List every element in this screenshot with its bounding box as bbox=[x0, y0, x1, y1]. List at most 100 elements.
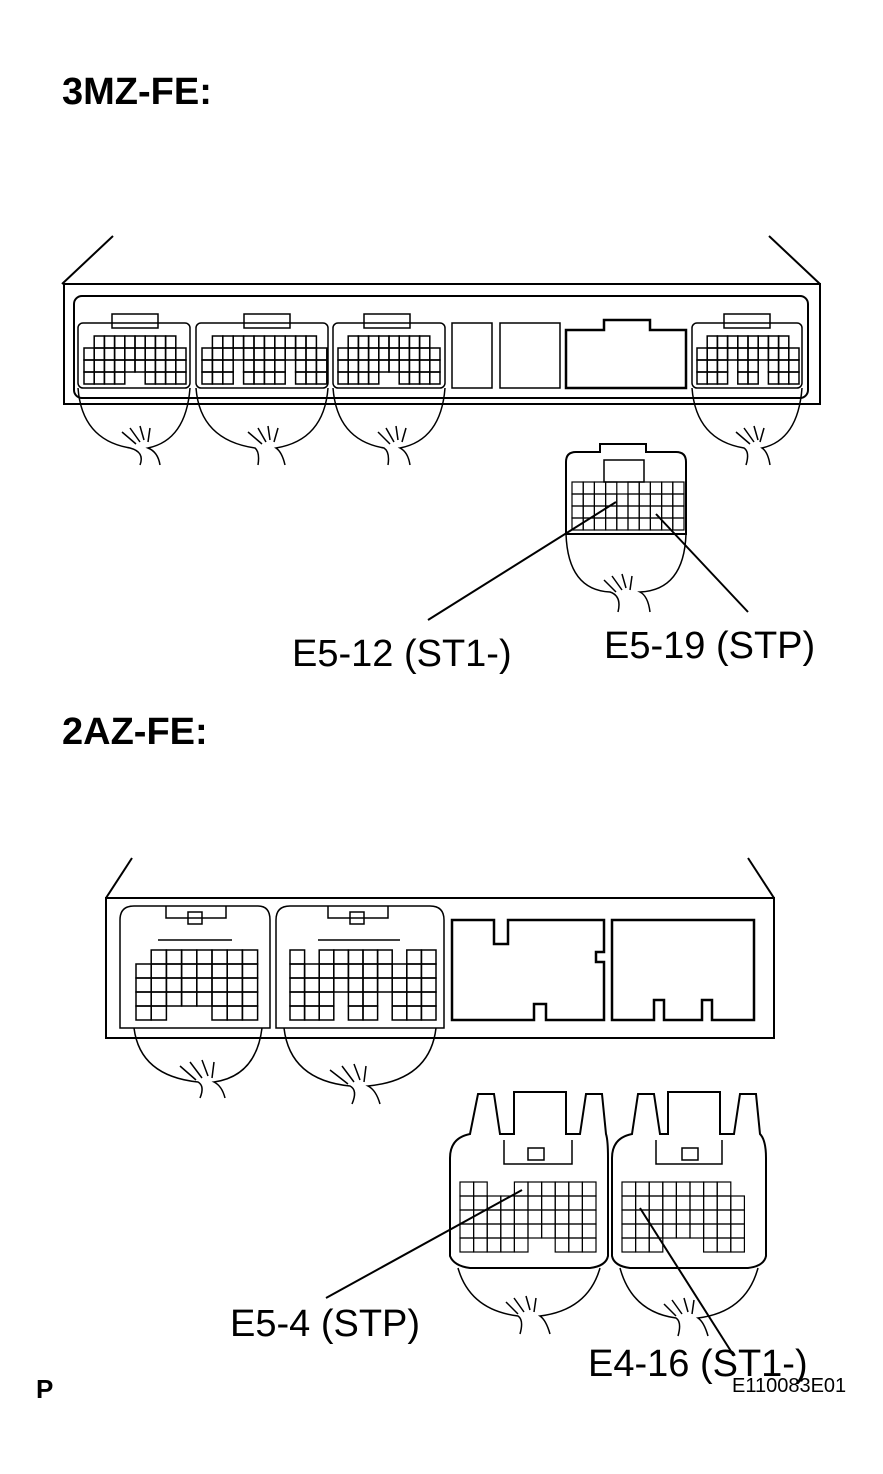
connector-pin bbox=[211, 963, 228, 979]
connector-pin bbox=[702, 1237, 718, 1253]
connector-pin bbox=[627, 505, 640, 519]
connector-pin bbox=[318, 1005, 335, 1021]
connector-pin bbox=[134, 335, 146, 349]
connector-pin bbox=[571, 505, 584, 519]
connector-pin bbox=[660, 481, 674, 495]
connector-pin bbox=[196, 977, 213, 993]
connector-pin bbox=[357, 359, 370, 373]
connector-pin bbox=[408, 371, 421, 385]
ecu-connector-3mz-2 bbox=[195, 313, 329, 389]
connector-pin bbox=[242, 371, 255, 385]
connector-pin bbox=[634, 1237, 650, 1253]
connector-pin bbox=[513, 1209, 529, 1225]
connector-pin bbox=[486, 1237, 502, 1253]
connector-pin bbox=[418, 371, 431, 385]
connector-pin bbox=[621, 1237, 637, 1253]
connector-pin bbox=[154, 347, 167, 361]
connector-pin bbox=[253, 335, 266, 349]
connector-pin bbox=[196, 949, 213, 965]
connector-pin bbox=[303, 1005, 320, 1021]
connector-pin bbox=[241, 949, 259, 965]
connector-pin bbox=[226, 991, 244, 1007]
connector-pin bbox=[124, 359, 136, 373]
connector-pin bbox=[154, 335, 167, 349]
connector-pin bbox=[554, 1209, 570, 1225]
connector-pin bbox=[226, 977, 244, 993]
connector-pin bbox=[648, 1195, 664, 1211]
connector-pin bbox=[362, 1005, 379, 1021]
connector-pin bbox=[222, 371, 234, 385]
connector-pin bbox=[274, 359, 286, 373]
ecu-empty-sockets-2az bbox=[450, 918, 756, 1022]
connector-pin bbox=[675, 1209, 691, 1225]
connector-pin bbox=[398, 335, 411, 349]
connector-pin bbox=[420, 963, 437, 979]
connector-pin bbox=[621, 1181, 637, 1197]
connector-pin bbox=[113, 371, 126, 385]
connector-pin bbox=[289, 963, 306, 979]
connector-pin bbox=[165, 977, 183, 993]
connector-pin bbox=[154, 371, 167, 385]
connector-pin bbox=[777, 371, 790, 385]
connector-pin bbox=[486, 1209, 502, 1225]
connector-pin bbox=[593, 493, 607, 507]
connector-pin bbox=[706, 359, 719, 373]
connector-pin bbox=[180, 991, 198, 1007]
connector-pin bbox=[303, 977, 320, 993]
connector-pin bbox=[662, 1209, 677, 1225]
connector-pin bbox=[333, 963, 350, 979]
connector-pin bbox=[289, 991, 306, 1007]
connector-pin bbox=[305, 371, 318, 385]
connector-pin bbox=[406, 963, 423, 979]
connector-pin bbox=[737, 335, 749, 349]
connector-pin bbox=[337, 371, 349, 385]
connector-pin bbox=[788, 371, 800, 385]
connector-pin bbox=[418, 335, 431, 349]
connector-pin bbox=[675, 1223, 691, 1239]
connector-pin bbox=[305, 347, 318, 361]
ecu-connector-3mz-4 bbox=[691, 313, 803, 389]
connector-pin bbox=[315, 371, 328, 385]
connector-pin bbox=[581, 1237, 597, 1253]
connector-pin bbox=[747, 347, 759, 361]
connector-pin bbox=[144, 371, 157, 385]
connector-pin bbox=[540, 1223, 556, 1239]
connector-pin bbox=[222, 335, 234, 349]
connector-pin bbox=[689, 1181, 705, 1197]
connector-pin bbox=[253, 359, 266, 373]
connector-pin bbox=[367, 359, 380, 373]
connector-pin bbox=[554, 1195, 570, 1211]
connector-pin bbox=[660, 493, 674, 507]
connector-pin bbox=[540, 1181, 556, 1197]
connector-pin bbox=[716, 335, 729, 349]
connector-pin bbox=[788, 359, 800, 373]
harness-connector-e5-3mz bbox=[565, 443, 687, 613]
connector-pin bbox=[429, 347, 441, 361]
connector-pin bbox=[357, 335, 370, 349]
connector-pin bbox=[164, 347, 177, 361]
connector-pin bbox=[672, 493, 685, 507]
connector-pin bbox=[747, 359, 759, 373]
connector-pin bbox=[222, 359, 234, 373]
connector-pin bbox=[757, 335, 770, 349]
connector-pin bbox=[150, 963, 168, 979]
connector-pin bbox=[347, 949, 364, 965]
callout-e5-19-stp: E5-19 (STP) bbox=[604, 625, 815, 667]
connector-pin bbox=[621, 1223, 637, 1239]
connector-pin bbox=[406, 991, 423, 1007]
connector-pin bbox=[222, 347, 234, 361]
heading-3mz-fe: 3MZ-FE: bbox=[62, 71, 212, 113]
connector-pin bbox=[305, 335, 318, 349]
connector-pin bbox=[376, 977, 393, 993]
connector-pin bbox=[357, 347, 370, 361]
connector-pin bbox=[616, 517, 629, 531]
connector-pin bbox=[165, 991, 183, 1007]
connector-pin bbox=[180, 963, 198, 979]
connector-pin bbox=[554, 1181, 570, 1197]
connector-pin bbox=[253, 347, 266, 361]
connector-pin bbox=[150, 991, 168, 1007]
connector-pin bbox=[150, 949, 168, 965]
connector-pin bbox=[196, 963, 213, 979]
connector-pin bbox=[706, 335, 719, 349]
